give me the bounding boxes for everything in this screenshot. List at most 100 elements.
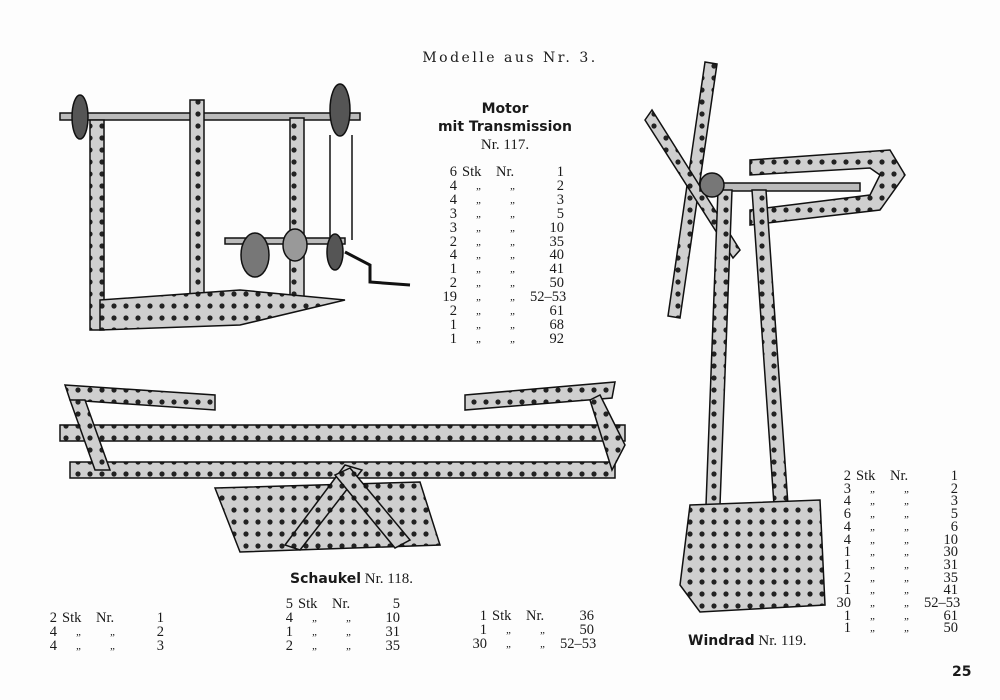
part-quantity: 1: [479, 622, 487, 638]
part-number: 2: [156, 624, 164, 640]
ditto-mark: „: [903, 508, 911, 521]
ditto-mark: „: [869, 520, 877, 533]
part-number: 35: [385, 638, 401, 654]
part-number: 92: [549, 330, 565, 347]
part-quantity: 6: [449, 164, 457, 180]
page-number: 25: [952, 664, 972, 680]
part-number: 68: [549, 316, 565, 333]
ditto-mark: „: [311, 626, 319, 638]
ditto-mark: „: [475, 332, 483, 345]
schaukel-illustration: [59, 381, 626, 553]
part-quantity: 1: [449, 261, 457, 278]
ditto-mark: „: [75, 640, 83, 652]
ditto-mark: „: [903, 622, 911, 635]
ditto-mark: „: [509, 318, 517, 331]
ditto-mark: „: [869, 571, 877, 584]
ditto-mark: „: [475, 318, 483, 331]
part-quantity: 4: [449, 177, 457, 194]
part-number: 40: [549, 247, 565, 264]
part-quantity: 1: [449, 330, 457, 347]
ditto-mark: „: [505, 624, 513, 636]
part-quantity: 2: [843, 468, 851, 484]
ditto-mark: „: [311, 612, 319, 624]
schaukel-caption: Schaukel Nr. 118.: [290, 571, 413, 588]
part-number: 50: [579, 622, 595, 638]
stk-label: Stk: [298, 596, 318, 612]
part-quantity: 1: [843, 556, 851, 573]
motor-title-line2: mit Transmission: [437, 119, 573, 135]
ditto-mark: „: [869, 482, 877, 495]
ditto-mark: „: [475, 207, 483, 220]
part-number: 5: [950, 506, 958, 523]
part-quantity: 1: [843, 607, 851, 624]
part-quantity: 1: [843, 544, 851, 561]
part-number: 41: [549, 261, 565, 278]
ditto-mark: „: [75, 626, 83, 638]
nr-label: Nr.: [96, 610, 115, 626]
part-number: 31: [943, 556, 959, 573]
ditto-mark: „: [903, 571, 911, 584]
part-quantity: 2: [449, 233, 457, 250]
part-quantity: 30: [472, 636, 488, 652]
ditto-mark: „: [345, 626, 353, 638]
part-number: 3: [556, 191, 564, 208]
ditto-mark: „: [475, 193, 483, 206]
windrad-illustration: [644, 61, 906, 613]
ditto-mark: „: [509, 291, 517, 304]
part-quantity: 2: [449, 275, 457, 292]
ditto-mark: „: [475, 291, 483, 304]
ditto-mark: „: [903, 533, 911, 546]
windrad-caption: Windrad Nr. 119.: [688, 633, 807, 650]
part-quantity: 3: [449, 205, 457, 222]
part-quantity: 4: [49, 638, 57, 654]
part-quantity: 2: [449, 303, 457, 320]
ditto-mark: „: [903, 558, 911, 571]
ditto-mark: „: [509, 235, 517, 248]
ditto-mark: „: [903, 546, 911, 559]
stk-label: Stk: [462, 164, 482, 180]
motor-title-line1: Motor: [481, 101, 529, 117]
ditto-mark: „: [903, 609, 911, 622]
motor-caption: Motor mit Transmission Nr. 117.: [430, 100, 580, 154]
part-quantity: 3: [843, 480, 851, 497]
ditto-mark: „: [903, 495, 911, 508]
part-number: 35: [943, 569, 959, 586]
part-number: 41: [943, 582, 959, 599]
ditto-mark: „: [345, 612, 353, 624]
part-number: 1: [950, 468, 958, 484]
part-quantity: 2: [285, 638, 293, 654]
ditto-mark: „: [509, 305, 517, 318]
part-quantity: 3: [449, 219, 457, 236]
page-title: Modelle aus Nr. 3.: [422, 50, 598, 66]
part-number: 10: [943, 531, 959, 548]
ditto-mark: „: [869, 558, 877, 571]
ditto-mark: „: [475, 179, 483, 192]
part-number: 2: [950, 480, 958, 497]
part-number: 10: [549, 219, 565, 236]
ditto-mark: „: [475, 277, 483, 290]
ditto-mark: „: [869, 584, 877, 597]
ditto-mark: „: [475, 263, 483, 276]
motor-illustration: [59, 83, 411, 331]
nr-label: Nr.: [332, 596, 351, 612]
ditto-mark: „: [539, 638, 547, 650]
ditto-mark: „: [509, 179, 517, 192]
part-number: 5: [392, 596, 400, 612]
ditto-mark: „: [869, 533, 877, 546]
part-quantity: 4: [449, 247, 457, 264]
schaukel-number: Nr. 118.: [364, 571, 413, 587]
part-number: 50: [549, 275, 565, 292]
ditto-mark: „: [475, 235, 483, 248]
ditto-mark: „: [903, 584, 911, 597]
part-quantity: 1: [843, 620, 851, 637]
part-number: 52–53: [530, 289, 567, 306]
part-quantity: 2: [49, 610, 57, 626]
stk-label: Stk: [856, 468, 876, 484]
